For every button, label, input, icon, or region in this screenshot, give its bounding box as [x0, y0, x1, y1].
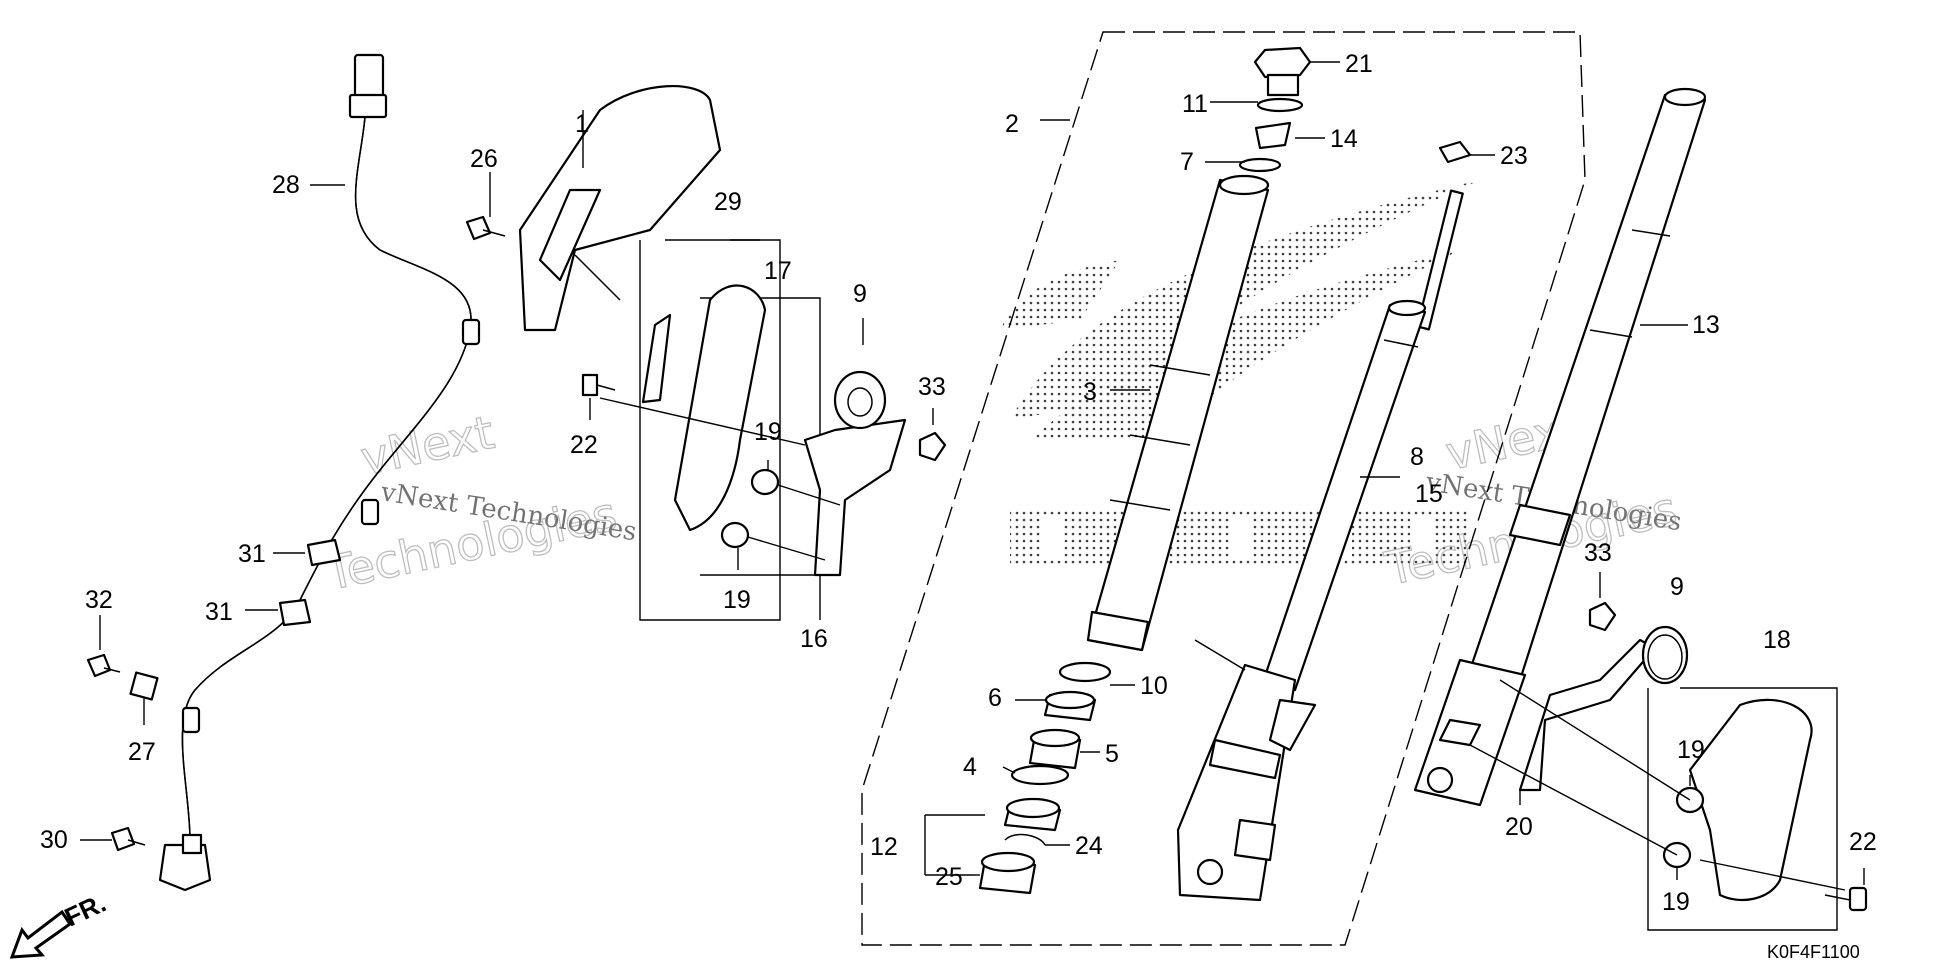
callout-23: 23 — [1500, 142, 1528, 170]
nut-27 — [129, 671, 159, 701]
bracket-20 — [1518, 638, 1657, 792]
fork-tube-13 — [1413, 87, 1707, 807]
collar-19-b — [720, 521, 750, 549]
diagram-code: K0F4F1100 — [1767, 942, 1860, 962]
callout-19-c: 19 — [1677, 736, 1705, 764]
callout-17: 17 — [764, 257, 792, 285]
callout-10: 10 — [1140, 672, 1168, 700]
back-up-ring-4 — [1010, 764, 1070, 786]
nut-33-left — [918, 431, 947, 462]
box-18 — [1647, 687, 1838, 931]
front-arrow-icon: FR. — [9, 888, 111, 959]
callout-28: 28 — [272, 171, 300, 199]
callout-21: 21 — [1345, 50, 1373, 78]
watermark: vNext Technologies vNext Technologies vN… — [319, 399, 1683, 601]
callout-26: 26 — [470, 145, 498, 173]
spacer-14 — [1254, 121, 1292, 150]
callout-31-upper: 31 — [238, 540, 266, 568]
callout-11: 11 — [1182, 90, 1208, 118]
stopper-23 — [1438, 140, 1472, 164]
callout-19-d: 19 — [1662, 888, 1690, 916]
callout-3: 3 — [1083, 378, 1097, 406]
bolt-32 — [86, 653, 121, 678]
sensor-wire — [158, 53, 481, 892]
clip-31-lower — [278, 598, 312, 627]
damper-rod-8 — [1260, 189, 1464, 692]
fork-cover-17 — [673, 284, 767, 532]
callout-12: 12 — [870, 833, 898, 861]
fork-cover-18 — [1688, 698, 1813, 902]
bolt-22-left — [581, 373, 616, 397]
callout-31-lower: 31 — [205, 598, 233, 626]
callout-9-right: 9 — [1670, 573, 1684, 601]
callout-4: 4 — [963, 753, 977, 781]
inner-tube-3 — [1086, 174, 1270, 652]
callout-16: 16 — [800, 625, 828, 653]
guard-1 — [518, 85, 722, 332]
callout-5: 5 — [1105, 740, 1119, 768]
callout-15: 15 — [1415, 480, 1443, 508]
bolt-26 — [465, 215, 506, 241]
callout-27: 27 — [128, 738, 156, 766]
callout-33-right: 33 — [1584, 539, 1612, 567]
callout-13: 13 — [1692, 311, 1720, 339]
dust-seal-10 — [1058, 661, 1112, 683]
leader-22-left — [599, 397, 806, 446]
callout-32: 32 — [85, 586, 113, 614]
fork-bolt-21 — [1253, 46, 1312, 97]
bolt-22-right — [1824, 886, 1868, 912]
nut-33-right — [1588, 601, 1617, 632]
callouts: 1 2 3 4 5 6 7 8 9 9 10 11 12 13 14 15 16… — [40, 50, 1877, 916]
callout-30: 30 — [40, 826, 68, 854]
callout-7: 7 — [1180, 148, 1194, 176]
reflector-29 — [641, 313, 672, 404]
callout-22-right: 22 — [1849, 828, 1877, 856]
callout-19-a: 19 — [754, 418, 782, 446]
washer-7 — [1238, 157, 1282, 173]
callout-24: 24 — [1075, 832, 1103, 860]
callout-1: 1 — [575, 110, 589, 138]
collar-19-a — [750, 468, 780, 496]
callout-9-left: 9 — [853, 280, 867, 308]
callout-14: 14 — [1330, 125, 1358, 153]
o-ring-11 — [1256, 97, 1304, 113]
grommet-9-left — [833, 370, 887, 430]
bracket-16 — [803, 418, 907, 577]
callout-6: 6 — [988, 684, 1002, 712]
callout-18: 18 — [1763, 626, 1791, 654]
callout-25: 25 — [935, 863, 963, 891]
callout-29: 29 — [714, 188, 742, 216]
ring-24 — [1004, 833, 1046, 846]
bolt-30 — [110, 826, 146, 852]
callout-33-left: 33 — [918, 373, 946, 401]
clip-31-upper — [306, 538, 342, 567]
callout-8: 8 — [1410, 443, 1424, 471]
callout-22-left: 22 — [570, 431, 598, 459]
callout-20: 20 — [1505, 813, 1533, 841]
fork-assembly-box — [861, 31, 1586, 946]
callout-2: 2 — [1005, 110, 1019, 138]
callout-19-b: 19 — [723, 586, 751, 614]
fork-slider-left — [1176, 639, 1317, 902]
leader-lines — [80, 61, 1865, 885]
